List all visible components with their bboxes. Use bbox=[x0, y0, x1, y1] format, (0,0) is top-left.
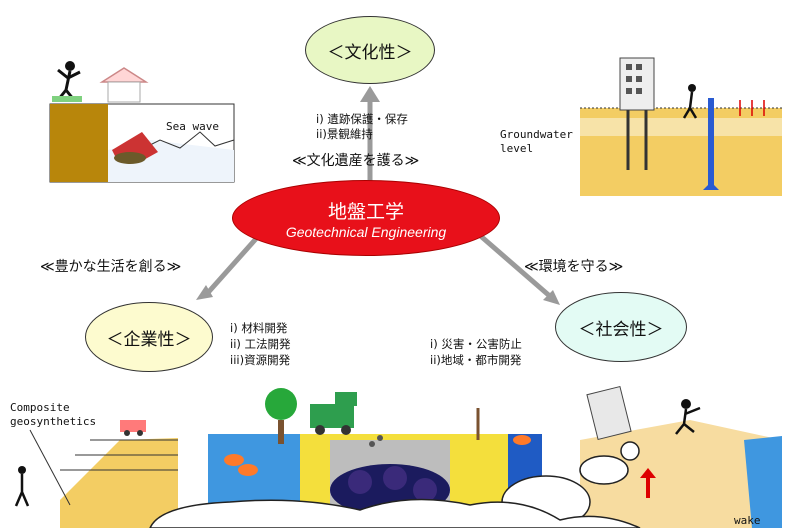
composite-label-2: geosynthetics bbox=[10, 415, 97, 428]
enterprise-item-2: ii) 工法開発 bbox=[230, 337, 291, 351]
sea-wave-illustration bbox=[49, 61, 235, 183]
culture-item-1: i) 遺跡保護・保存 bbox=[316, 112, 408, 126]
groundwater-label-1: Groundwater bbox=[500, 128, 573, 141]
social-item-1: i) 災害・公害防止 bbox=[430, 337, 522, 351]
sea-wave-label: Sea wave bbox=[166, 120, 219, 133]
center-node: 地盤工学 Geotechnical Engineering bbox=[232, 180, 500, 256]
culture-phrase: ≪文化遺産を護る≫ bbox=[292, 153, 420, 169]
social-item-2: ii)地域・都市開発 bbox=[430, 353, 522, 367]
arrow-up bbox=[360, 86, 380, 182]
center-title-ja: 地盤工学 bbox=[327, 200, 404, 223]
groundwater-label-2: level bbox=[500, 142, 534, 155]
thought-bubbles bbox=[149, 441, 641, 528]
center-title-en: Geotechnical Engineering bbox=[285, 223, 447, 240]
arrow-right bbox=[474, 230, 560, 305]
culture-label: ＜文化性＞ bbox=[327, 42, 413, 63]
enterprise-item-1: i) 材料開発 bbox=[230, 321, 288, 335]
quake-label: wake bbox=[734, 514, 761, 527]
culture-item-2: ii)景観維持 bbox=[316, 127, 373, 141]
social-label: ＜社会性＞ bbox=[578, 319, 664, 340]
arrow-left bbox=[196, 230, 264, 300]
culture-node: ＜文化性＞ bbox=[305, 16, 435, 84]
life-phrase: ≪豊かな生活を創る≫ bbox=[40, 259, 182, 275]
enterprise-node: ＜企業性＞ bbox=[85, 302, 213, 372]
enterprise-item-3: iii)資源開発 bbox=[230, 353, 291, 367]
enterprise-label: ＜企業性＞ bbox=[106, 329, 192, 350]
social-node: ＜社会性＞ bbox=[555, 292, 687, 362]
groundwater-illustration bbox=[580, 57, 782, 196]
composite-label-1: Composite bbox=[10, 401, 70, 414]
environment-phrase: ≪環境を守る≫ bbox=[524, 259, 624, 275]
geosynthetics-illustration bbox=[8, 400, 178, 528]
